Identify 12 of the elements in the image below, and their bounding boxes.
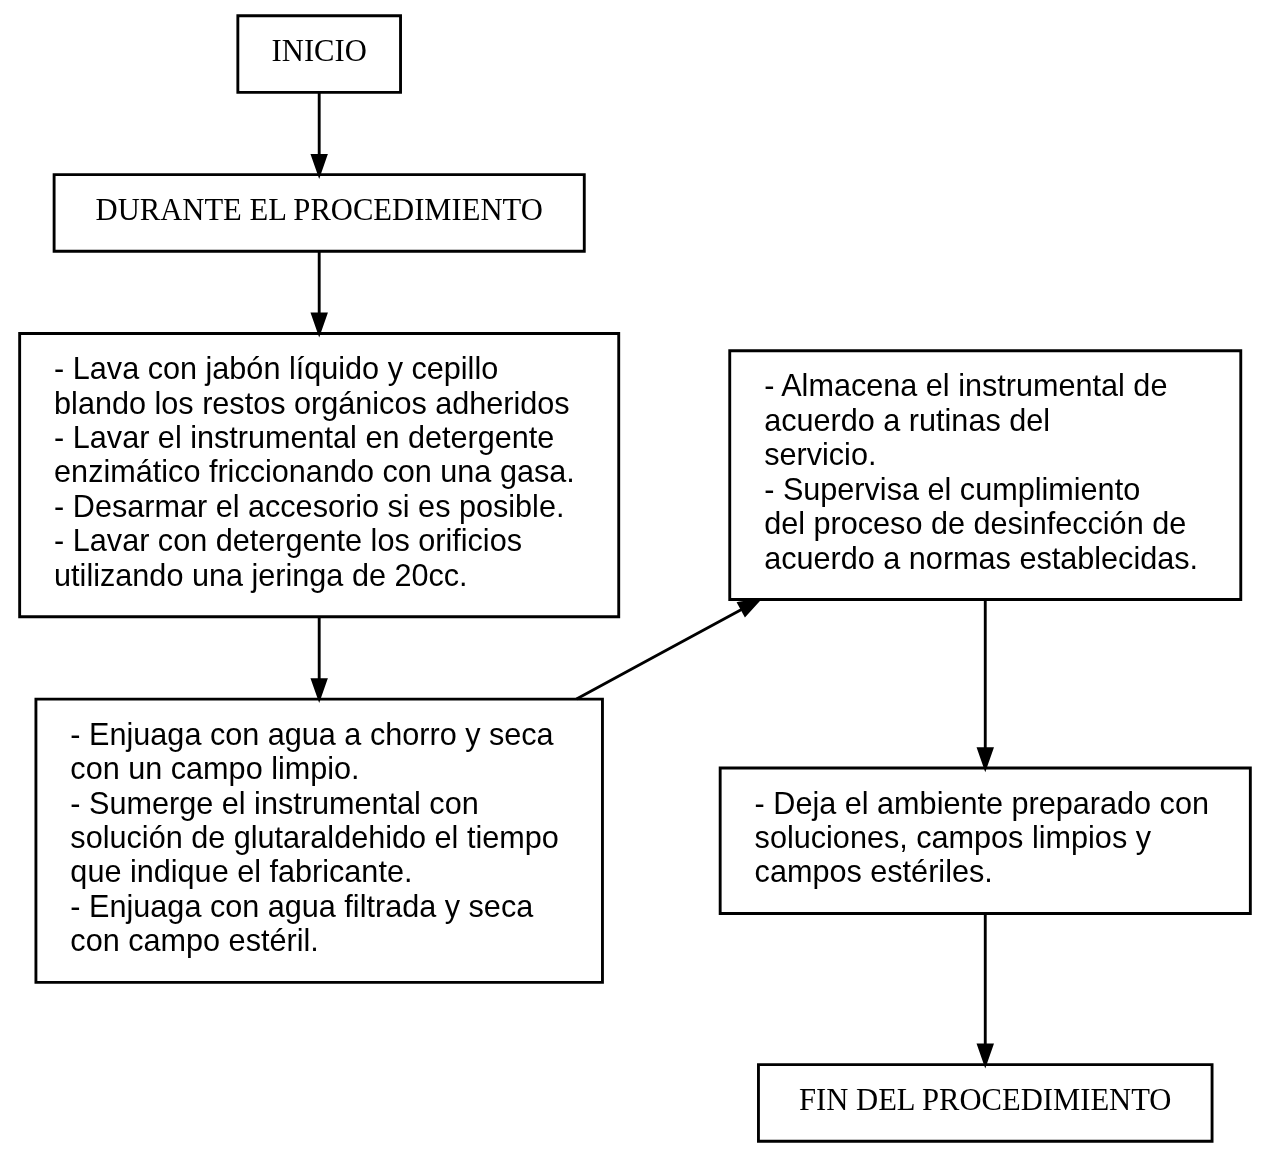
node-box: FIN DEL PROCEDIMIENTO xyxy=(757,1063,1214,1143)
node-box: INICIO xyxy=(236,14,402,94)
arrow xyxy=(976,913,994,1069)
arrow xyxy=(310,251,328,338)
arrow xyxy=(310,616,328,704)
arrow xyxy=(976,600,994,773)
node-box: - Lava con jabón líquido y cepillo blando los restos orgánicos adheridos - Lavar el instrumental en detergente enzimático friccionando con una gasa. - Desarmar el accesorio si es posible. - Lavar con detergente los orificios utilizando una jeringa de 20cc. xyxy=(18,332,621,619)
node-box: DURANTE EL PROCEDIMIENTO xyxy=(52,173,586,253)
node-box: - Deja el ambiente preparado con soluciones, campos limpios y campos estériles. xyxy=(718,766,1252,915)
node-box: - Enjuaga con agua a chorro y seca con un campo limpio. - Sumerge el instrumental con solución de glutaraldehido el tiempo que indique el fabricante. - Enjuaga con agua filtrada y seca con campo estéril. xyxy=(34,697,604,984)
arrow xyxy=(310,92,328,179)
node-box: - Almacena el instrumental de acuerdo a rutinas del servicio. - Supervisa el cumplimiento del proceso de desinfección de acuerdo a normas establecidas. xyxy=(728,349,1243,601)
